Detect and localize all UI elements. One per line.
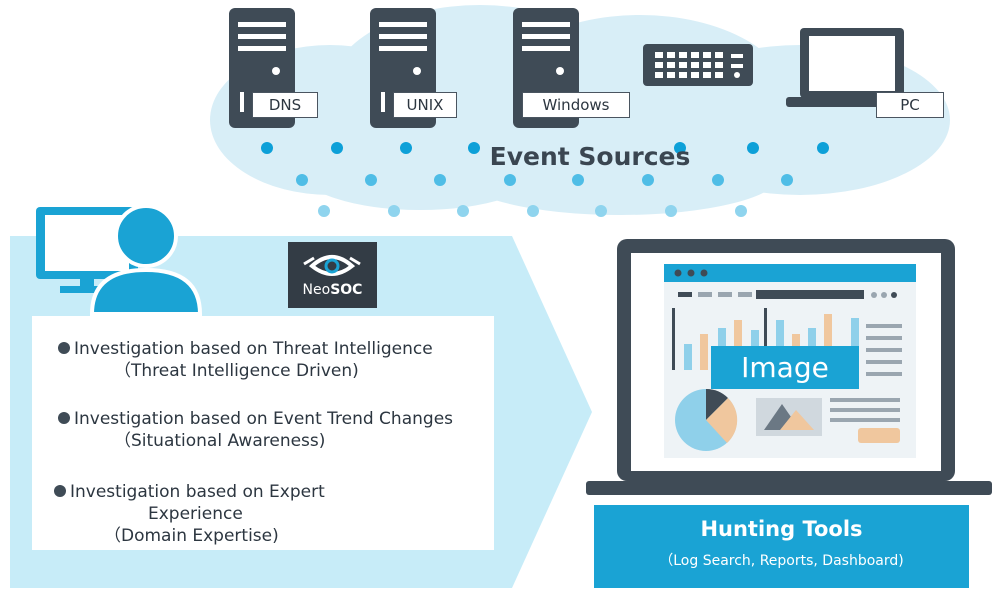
hunting-tools-title: Hunting Tools	[700, 517, 863, 541]
method-item-expert: Investigation based on Expert Experience…	[54, 481, 325, 547]
logo-suffix: SOC	[330, 282, 363, 298]
hunting-tools-subtitle: （Log Search, Reports, Dashboard)	[659, 553, 904, 569]
flow-dots-row-2	[296, 174, 793, 186]
network-device-icon	[643, 44, 753, 86]
flow-dots-row-3	[318, 205, 747, 217]
logo-prefix: Neo	[302, 282, 331, 298]
windows-label: Windows	[522, 92, 630, 118]
bullet-icon	[58, 412, 70, 424]
method-subtext-2: Experience	[148, 504, 243, 524]
bullet-icon	[58, 342, 70, 354]
bullet-icon	[54, 485, 66, 497]
unix-label: UNIX	[393, 92, 457, 118]
hunting-tools-box: Hunting Tools （Log Search, Reports, Dash…	[594, 505, 969, 588]
image-label: Image	[711, 346, 859, 389]
event-sources-title: Event Sources	[489, 142, 691, 171]
method-text: Investigation based on Threat Intelligen…	[74, 339, 433, 359]
analyst-icon	[36, 204, 203, 316]
method-item-trend-changes: Investigation based on Event Trend Chang…	[58, 408, 453, 452]
neosoc-logo: NeoSOC	[288, 242, 377, 308]
dns-label: DNS	[252, 92, 318, 118]
method-subtext: （Threat Intelligence Driven)	[114, 361, 359, 381]
method-text: Investigation based on Expert	[70, 482, 325, 502]
eye-icon	[303, 255, 361, 276]
method-subtext: （Domain Expertise)	[104, 526, 279, 546]
method-text: Investigation based on Event Trend Chang…	[74, 409, 454, 429]
investigation-methods-box: Investigation based on Threat Intelligen…	[32, 316, 494, 550]
flow-dots-row-1	[261, 142, 829, 154]
method-subtext: （Situational Awareness)	[114, 431, 326, 451]
pc-label: PC	[876, 92, 944, 118]
method-item-threat-intel: Investigation based on Threat Intelligen…	[58, 338, 433, 382]
